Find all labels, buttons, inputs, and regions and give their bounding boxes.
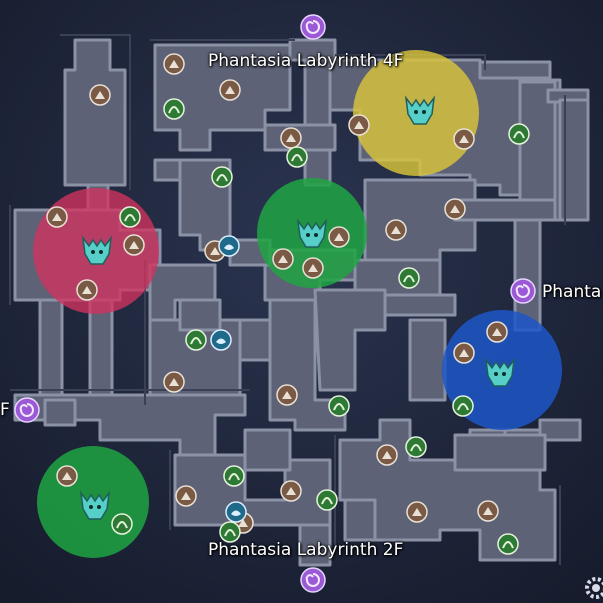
- herb-node-icon: [211, 166, 233, 188]
- herb-node-icon: [405, 436, 427, 458]
- monster-head-icon: [404, 95, 436, 125]
- herb-node-icon: [219, 521, 241, 543]
- mining-node-icon: [56, 465, 78, 487]
- herb-node-icon: [316, 489, 338, 511]
- mining-node-icon: [486, 321, 508, 343]
- herb-node-icon: [497, 533, 519, 555]
- boss-icons: [79, 95, 516, 520]
- herb-node-icon: [223, 465, 245, 487]
- mining-node-icon: [163, 53, 185, 75]
- mining-node-icon: [453, 342, 475, 364]
- herb-node-icon: [398, 267, 420, 289]
- mining-node-icon: [444, 198, 466, 220]
- herb-node-icon: [185, 329, 207, 351]
- mining-node-icon: [175, 485, 197, 507]
- swirl-portal-icon: [300, 14, 326, 40]
- mining-node-icon: [280, 127, 302, 149]
- fishing-node-icon: [210, 329, 232, 351]
- herb-node-icon: [286, 146, 308, 168]
- label-east-exit[interactable]: Phanta: [542, 282, 602, 302]
- swirl-portal-icon: [14, 397, 40, 423]
- swirl-portal-icon: [300, 567, 326, 593]
- mining-node-icon: [272, 248, 294, 270]
- mining-node-icon: [376, 444, 398, 466]
- mining-node-icon: [76, 279, 98, 301]
- mining-node-icon: [276, 384, 298, 406]
- mining-node-icon: [406, 501, 428, 523]
- mining-node-icon: [163, 371, 185, 393]
- herb-node-icon: [111, 513, 133, 535]
- monster-head-icon: [81, 235, 113, 265]
- mining-node-icon: [302, 257, 324, 279]
- label-west-exit[interactable]: F: [0, 400, 10, 420]
- monster-head-icon: [79, 490, 111, 520]
- herb-node-icon: [452, 395, 474, 417]
- portals: [14, 14, 536, 593]
- herb-node-icon: [328, 395, 350, 417]
- monster-head-icon: [484, 357, 516, 387]
- swirl-portal-icon: [510, 278, 536, 304]
- mining-node-icon: [219, 79, 241, 101]
- mining-node-icon: [46, 206, 68, 228]
- fishing-nodes: [210, 235, 247, 523]
- label-labyrinth-4f[interactable]: Phantasia Labyrinth 4F: [208, 51, 404, 71]
- label-labyrinth-2f[interactable]: Phantasia Labyrinth 2F: [208, 540, 404, 560]
- mining-node-icon: [123, 234, 145, 256]
- mining-node-icon: [328, 226, 350, 248]
- mining-node-icon: [204, 240, 226, 262]
- mining-nodes: [46, 53, 508, 534]
- monster-head-icon: [296, 218, 328, 248]
- fishing-node-icon: [218, 235, 240, 257]
- herb-nodes: [111, 98, 530, 555]
- herb-node-icon: [163, 98, 185, 120]
- herb-node-icon: [508, 123, 530, 145]
- mining-node-icon: [385, 219, 407, 241]
- mining-node-icon: [89, 84, 111, 106]
- mining-node-icon: [348, 114, 370, 136]
- mining-node-icon: [477, 500, 499, 522]
- mining-node-icon: [280, 480, 302, 502]
- gear-icon: [585, 577, 603, 599]
- fishing-node-icon: [225, 501, 247, 523]
- herb-node-icon: [119, 206, 141, 228]
- mining-node-icon: [453, 128, 475, 150]
